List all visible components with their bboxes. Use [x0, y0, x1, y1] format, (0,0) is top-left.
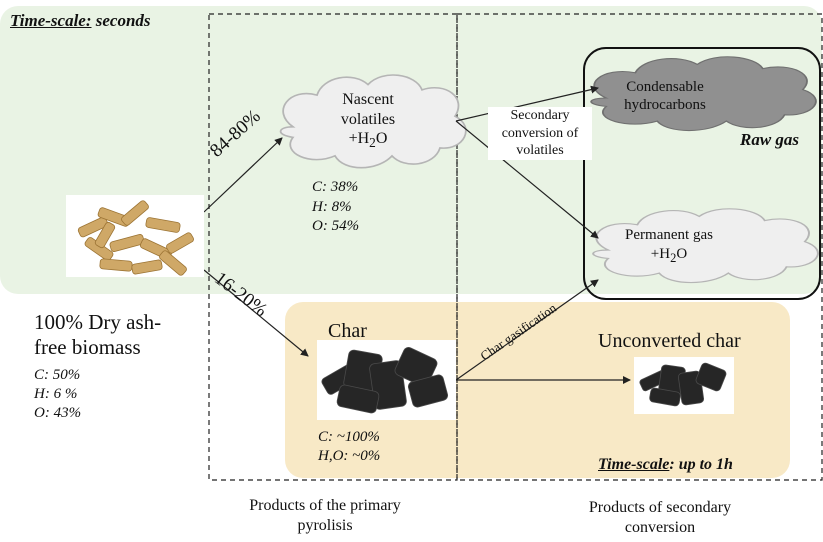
charcoal-small-image — [634, 357, 734, 414]
footer-secondary: Products of secondary conversion — [588, 499, 732, 536]
wood-pellets-image — [66, 195, 204, 277]
condensable-label: Condensable hydrocarbons — [624, 79, 706, 113]
biomass-title: 100% Dry ash- free biomass — [34, 310, 162, 360]
arrow-to-condensable — [455, 85, 599, 122]
primary-pyrolysis-box — [208, 13, 458, 481]
volatiles-composition: C: 38% H: 8% O: 54% — [312, 179, 360, 234]
unconverted-char-title: Unconverted char — [598, 330, 741, 352]
time-scale-hour-label: Time-scale: up to 1h — [598, 456, 733, 473]
raw-gas-box — [583, 47, 821, 300]
charcoal-image — [317, 340, 456, 420]
footer-primary: Products of the primary pyrolisis — [249, 497, 401, 534]
permanent-gas-label: Permanent gas +H2O — [625, 227, 713, 265]
secondary-conversion-label: Secondary conversion of volatiles — [488, 107, 592, 160]
arrow-char-gasification — [455, 279, 599, 381]
arrow-to-permanent-gas — [455, 120, 599, 239]
arrow-to-char — [203, 269, 309, 357]
time-scale-seconds-label: Time-scale: seconds — [10, 11, 151, 30]
biomass-composition: C: 50% H: 6 % O: 43% — [34, 367, 82, 422]
char-title: Char — [328, 320, 367, 342]
arrow-to-volatiles — [203, 137, 283, 213]
raw-gas-label: Raw gas — [740, 130, 800, 149]
volatiles-label: Nascent volatiles +H2O — [340, 91, 396, 151]
secondary-conversion-box — [456, 13, 823, 481]
char-composition: C: ~100% H,O: ~0% — [318, 429, 381, 464]
